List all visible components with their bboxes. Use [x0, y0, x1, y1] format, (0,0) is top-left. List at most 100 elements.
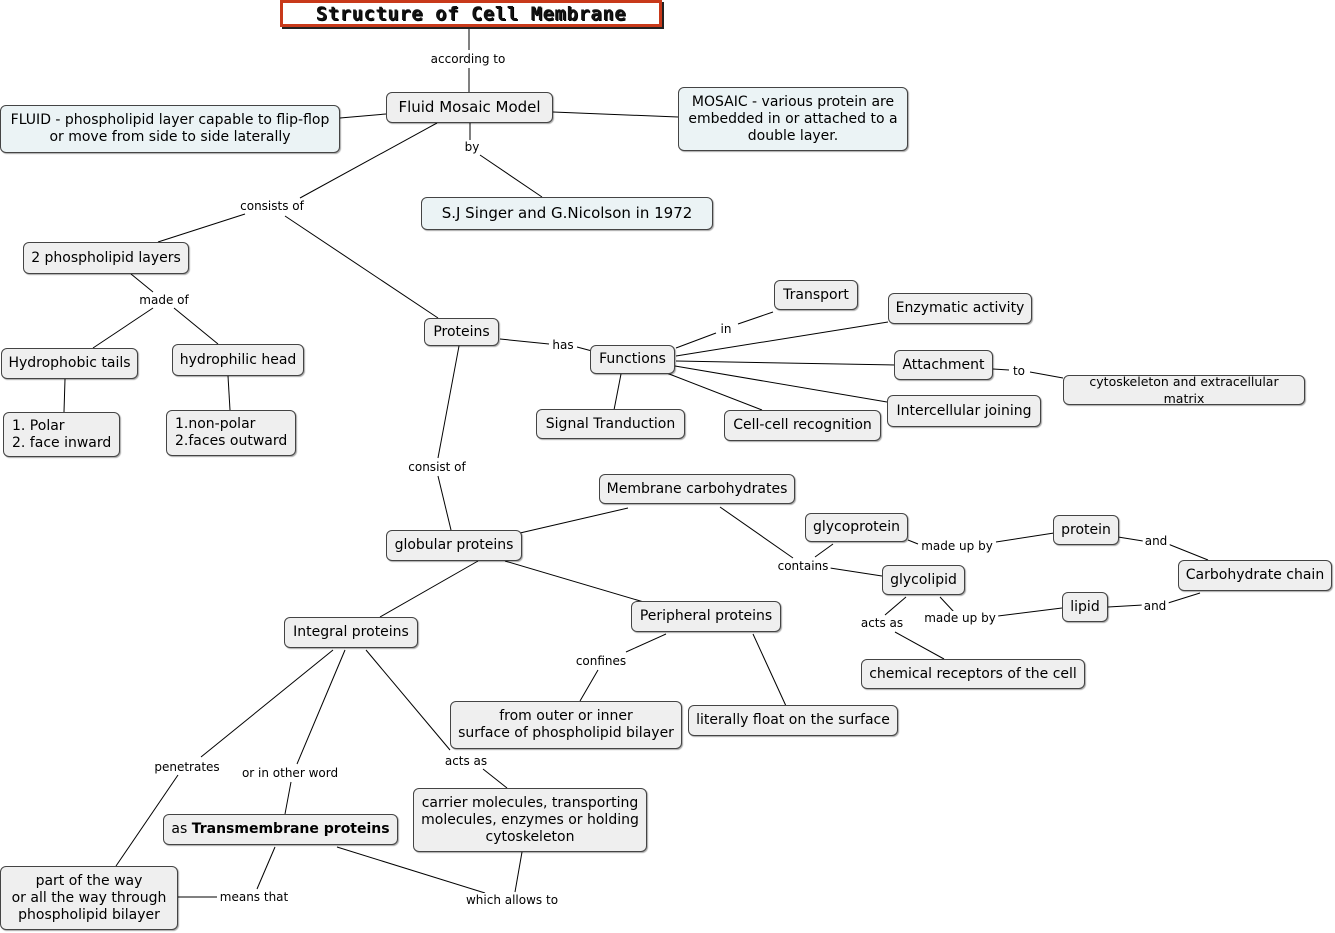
link [613, 373, 622, 411]
label-made-up-by-1: made up by [919, 539, 995, 553]
link [365, 649, 451, 751]
link [1167, 592, 1201, 604]
node-part-of-the-way[interactable]: part of the way or all the way through p… [0, 866, 178, 930]
label-penetrates: penetrates [152, 760, 222, 774]
node-fluid-mosaic-model[interactable]: Fluid Mosaic Model [386, 92, 553, 123]
node-proteins[interactable]: Proteins [424, 318, 499, 346]
link [379, 560, 479, 618]
node-transmembrane-proteins[interactable]: as Transmembrane proteins [163, 814, 398, 845]
label-by: by [462, 140, 482, 154]
link [336, 846, 486, 894]
node-hydrophobic-tails[interactable]: Hydrophobic tails [1, 348, 138, 379]
link [499, 338, 550, 345]
label-means-that: means that [217, 890, 291, 904]
link [894, 631, 945, 660]
link [115, 774, 179, 867]
label-acts-as-2: acts as [442, 754, 490, 768]
link [625, 633, 667, 653]
node-fluid[interactable]: FLUID - phospholipid layer capable to fl… [0, 105, 340, 153]
link [173, 307, 219, 345]
node-phospholipid-layers[interactable]: 2 phospholipid layers [23, 242, 189, 274]
node-carrier-molecules[interactable]: carrier molecules, transporting molecule… [413, 788, 647, 852]
link [227, 375, 231, 411]
link [829, 567, 883, 577]
link [814, 543, 834, 558]
link [339, 113, 387, 119]
link [939, 596, 955, 613]
node-hydrophilic-head[interactable]: hydrophilic head [172, 344, 304, 376]
link [884, 596, 907, 616]
link [296, 649, 346, 765]
node-carbohydrate-chain[interactable]: Carbohydrate chain [1178, 560, 1332, 591]
link [92, 307, 154, 349]
label-or-in-other-word: or in other word [239, 766, 341, 780]
node-globular-proteins[interactable]: globular proteins [386, 530, 522, 561]
label-consist-of: consist of [406, 460, 468, 474]
link [200, 649, 334, 758]
link [437, 475, 452, 531]
link [675, 332, 717, 349]
node-mosaic[interactable]: MOSAIC - various protein are embedded in… [678, 87, 908, 151]
link [579, 669, 599, 702]
node-lipid[interactable]: lipid [1062, 592, 1108, 622]
label-contains: contains [775, 559, 831, 573]
node-non-polar[interactable]: 1.non-polar 2.faces outward [166, 410, 296, 456]
link [437, 345, 460, 459]
node-integral-proteins[interactable]: Integral proteins [284, 617, 418, 648]
link [514, 851, 523, 893]
node-attachment[interactable]: Attachment [894, 350, 993, 380]
node-enzymatic-activity[interactable]: Enzymatic activity [888, 293, 1032, 324]
link [663, 371, 763, 411]
link [284, 215, 439, 319]
node-membrane-carbohydrates[interactable]: Membrane carbohydrates [599, 474, 795, 504]
link [552, 111, 679, 118]
map-title: Structure of Cell Membrane [280, 0, 662, 27]
link [519, 507, 629, 534]
node-chemical-receptors[interactable]: chemical receptors of the cell [861, 659, 1085, 689]
label-made-of: made of [137, 293, 191, 307]
node-singer-nicolson[interactable]: S.J Singer and G.Nicolson in 1972 [421, 197, 713, 230]
node-glycoprotein[interactable]: glycoprotein [805, 513, 908, 542]
node-outer-inner-surface[interactable]: from outer or inner surface of phospholi… [450, 701, 682, 749]
link [1107, 604, 1144, 608]
link [995, 532, 1055, 543]
link [63, 378, 66, 413]
link [479, 154, 543, 198]
node-glycolipid[interactable]: glycolipid [882, 565, 965, 595]
link [675, 321, 889, 357]
label-consists-of: consists of [238, 199, 306, 213]
link [674, 365, 888, 403]
node-cytoskeleton-matrix[interactable]: cytoskeleton and extracellular matrix [1063, 374, 1305, 406]
link [907, 539, 919, 545]
link [576, 346, 593, 352]
link [1029, 371, 1064, 379]
node-protein[interactable]: protein [1053, 515, 1119, 545]
label-according-to: according to [428, 52, 508, 66]
node-transport[interactable]: Transport [774, 280, 858, 310]
label-in: in [718, 322, 734, 336]
node-intercellular-joining[interactable]: Intercellular joining [887, 395, 1041, 427]
label-and-1: and [1142, 534, 1170, 548]
link [504, 560, 648, 604]
label-made-up-by-2: made up by [922, 611, 998, 625]
link [1117, 536, 1144, 542]
node-signal-transduction[interactable]: Signal Tranduction [536, 409, 685, 439]
label-which-allows-to: which allows to [463, 893, 561, 907]
transmembrane-bold: Transmembrane proteins [191, 821, 390, 837]
link [130, 273, 154, 293]
transmembrane-prefix: as [171, 821, 192, 837]
link [719, 506, 794, 559]
link [675, 360, 896, 366]
label-to: to [1010, 364, 1028, 378]
node-polar[interactable]: 1. Polar 2. face inward [3, 412, 120, 457]
node-literally-float[interactable]: literally float on the surface [688, 705, 898, 736]
link [256, 846, 276, 890]
node-functions[interactable]: Functions [590, 345, 675, 374]
link [992, 368, 1010, 371]
node-cell-cell-recognition[interactable]: Cell-cell recognition [724, 410, 881, 441]
node-peripheral-proteins[interactable]: Peripheral proteins [631, 601, 781, 632]
link [997, 607, 1063, 617]
label-confines: confines [573, 654, 629, 668]
link [752, 633, 787, 707]
